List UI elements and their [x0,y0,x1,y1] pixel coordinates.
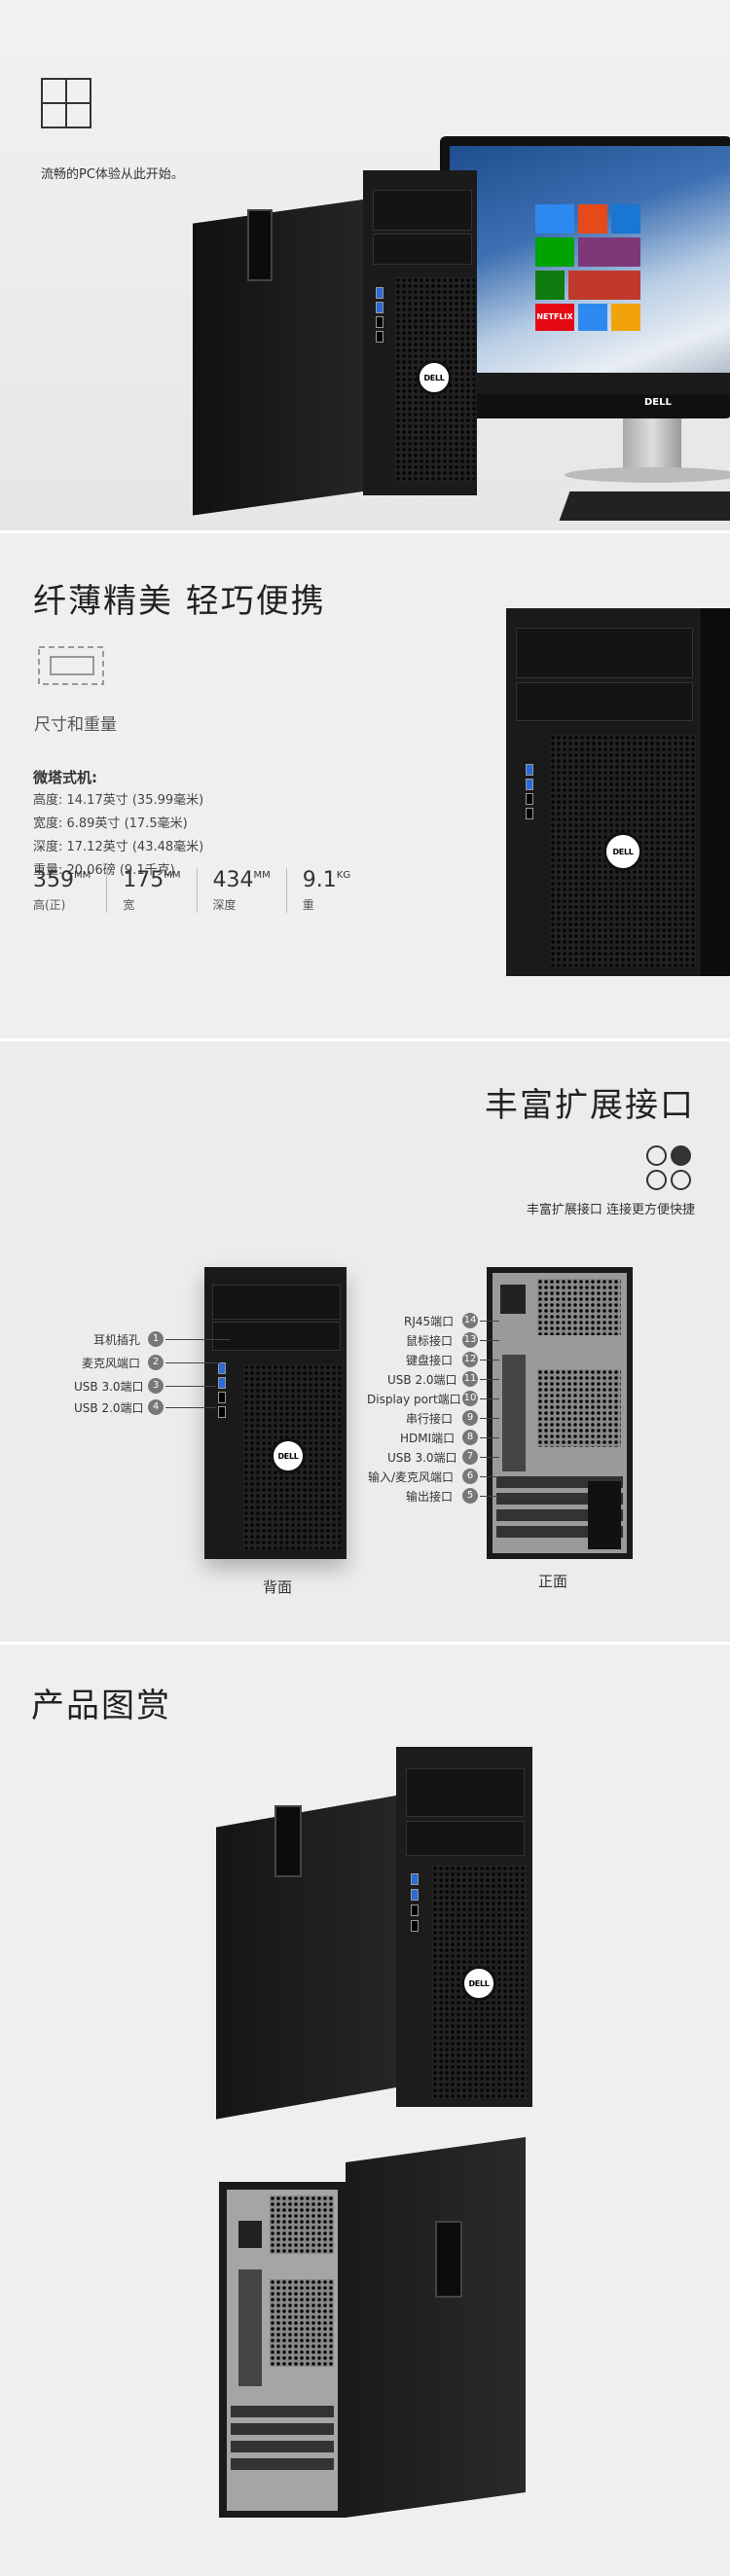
port-num-9: 9 [462,1410,478,1426]
size-title: 纤薄精美 轻巧便携 [33,582,326,621]
port-num-4: 4 [148,1399,164,1415]
hero-section: 流畅的PC体验从此开始。 NETFLIX DELL DELL [0,0,730,533]
port-label-5: 输出接口 [406,1490,454,1504]
port-label-12: 键盘接口 [406,1354,454,1367]
spec-depth: 深度: 17.12英寸 (43.48毫米) [33,840,204,854]
spec-list: 微塔式机: 高度: 14.17英寸 (35.99毫米) 宽度: 6.89英寸 (… [33,766,203,883]
tower-front-image: DELL [506,608,730,978]
port-num-2: 2 [148,1355,164,1370]
port-num-7: 7 [462,1449,478,1465]
caption-back: 正面 [538,1573,568,1590]
port-num-12: 12 [462,1352,478,1367]
dim-weight: 9.1KG 重 [302,868,351,912]
ports-subtitle: 丰富扩展接口 连接更方便快捷 [526,1203,695,1217]
dimension-icon [38,646,104,685]
port-label-8: HDMI端口 [400,1432,456,1445]
spec-weight: 重量: 20.06磅 (9.1千克) [33,863,175,878]
spec-width: 宽度: 6.89英寸 (17.5毫米) [33,816,188,831]
tower-back-ports [487,1267,633,1559]
size-subtitle: 尺寸和重量 [34,715,117,735]
port-num-13: 13 [462,1332,478,1348]
port-num-1: 1 [148,1331,164,1347]
port-label-7: USB 3.0端口 [387,1451,457,1465]
dim-width: 175MM 宽 [123,868,198,913]
port-label-3: USB 3.0端口 [74,1380,144,1394]
monitor-image: NETFLIX DELL [440,136,730,418]
port-num-5: 5 [462,1488,478,1504]
monitor-base [565,467,730,483]
port-label-4: USB 2.0端口 [74,1401,144,1415]
port-num-8: 8 [462,1430,478,1445]
monitor-brand: DELL [644,397,672,408]
dim-depth: 434MM 深度 [213,868,287,913]
caption-front: 背面 [263,1578,293,1596]
ports-title: 丰富扩展接口 [485,1086,695,1125]
gallery-title: 产品图赏 [31,1687,171,1725]
spec-height: 高度: 14.17英寸 (35.99毫米) [33,793,204,808]
dell-logo: DELL [461,1966,496,2001]
port-label-10: Display port端口 [367,1393,461,1406]
dell-logo: DELL [417,360,452,395]
keyboard-image [559,491,730,521]
dim-height: 359MM 高(正) [33,868,108,913]
port-label-9: 串行接口 [406,1412,454,1426]
port-num-6: 6 [462,1469,478,1484]
dimension-row: 359MM 高(正) 175MM 宽 434MM 深度 9.1KG 重 [33,868,382,913]
port-num-11: 11 [462,1371,478,1387]
port-label-13: 鼠标接口 [406,1334,454,1348]
port-num-3: 3 [148,1378,164,1394]
tower-front-ports: DELL [204,1267,347,1559]
netflix-tile: NETFLIX [535,304,574,331]
port-num-14: 14 [462,1313,478,1328]
dell-logo: DELL [271,1438,306,1473]
circles-icon [646,1145,693,1192]
dell-logo: DELL [603,832,642,871]
port-label-1: 耳机插孔 [93,1333,141,1347]
gallery-tower-back [219,2137,526,2522]
tower-image: DELL [193,170,477,516]
windows-icon [41,78,91,128]
hero-tagline: 流畅的PC体验从此开始。 [41,167,184,182]
port-num-10: 10 [462,1391,478,1406]
port-label-6: 输入/麦克风端口 [368,1470,455,1484]
port-label-11: USB 2.0端口 [387,1373,457,1387]
port-label-14: RJ45端口 [404,1315,455,1328]
monitor-screen: NETFLIX [450,146,730,394]
port-label-2: 麦克风端口 [82,1357,141,1370]
gallery-tower-front: DELL [216,1747,532,2120]
spec-model: 微塔式机: [33,769,97,786]
